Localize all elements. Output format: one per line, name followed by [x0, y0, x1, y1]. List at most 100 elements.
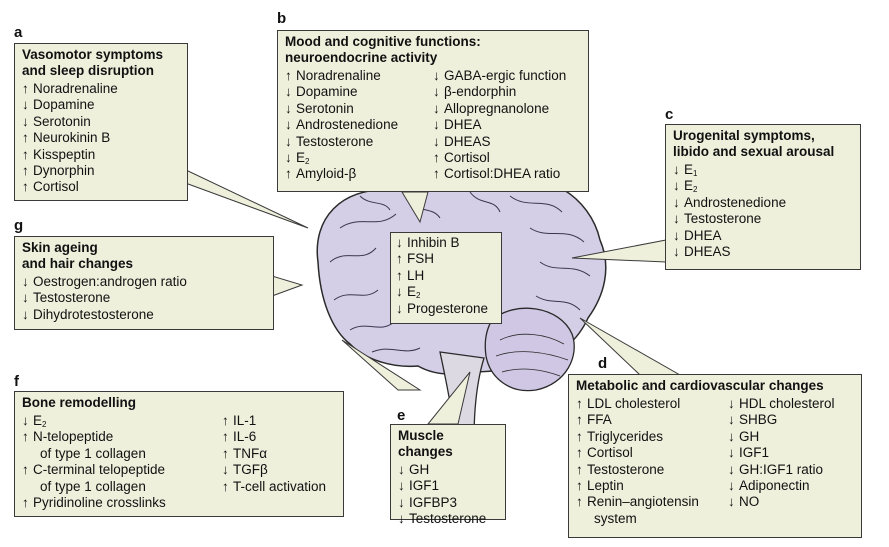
- list-item: ↓GH: [398, 462, 498, 478]
- panel-g-title: Skin ageing and hair changes: [22, 240, 134, 271]
- cerebellum: [484, 307, 575, 392]
- down-arrow-icon: ↓: [222, 462, 229, 478]
- item-text: Dopamine: [296, 84, 358, 100]
- list-item: ↓Androstenedione: [285, 117, 433, 133]
- list-item: ↑Neurokinin B: [22, 130, 180, 146]
- item-subscript: 2: [305, 157, 310, 167]
- list-item: ↓HDL cholesterol: [728, 396, 835, 412]
- panel-muscle: Muscle changes ↓GH↓IGF1↓IGFBP3↓Testoster…: [390, 424, 506, 526]
- list-item: ↑Kisspeptin: [22, 147, 180, 163]
- down-arrow-icon: ↓: [433, 117, 440, 133]
- down-arrow-icon: ↓: [673, 244, 680, 260]
- down-arrow-icon: ↓: [22, 113, 29, 129]
- up-arrow-icon: ↑: [22, 130, 29, 146]
- list-item: ↑Pyridinoline crosslinks: [22, 495, 222, 511]
- item-text: HDL cholesterol: [739, 396, 835, 411]
- list-item: ↑TNFα: [222, 446, 326, 462]
- panel-e-title: Muscle changes: [398, 428, 453, 459]
- list-item: of type 1 collagen: [22, 446, 222, 462]
- up-arrow-icon: ↑: [576, 461, 583, 477]
- up-arrow-icon: ↑: [22, 146, 29, 162]
- panel-vasomotor: Vasomotor symptoms and sleep disruption …: [14, 43, 188, 201]
- list-item: ↓Adiponectin: [728, 478, 835, 494]
- panel-center-list: ↓Inhibin B↑FSH↑LH↓E2↓Progesterone: [396, 235, 496, 317]
- item-text: DHEA: [684, 227, 722, 243]
- list-item: ↓Serotonin: [285, 101, 433, 117]
- list-item: ↓Testosterone: [285, 134, 433, 150]
- panel-metabolic: Metabolic and cardiovascular changes ↑LD…: [568, 374, 862, 538]
- down-arrow-icon: ↓: [728, 412, 735, 428]
- down-arrow-icon: ↓: [398, 494, 405, 510]
- up-arrow-icon: ↑: [576, 494, 583, 510]
- list-item: ↑IL-1: [222, 413, 326, 429]
- up-arrow-icon: ↑: [22, 81, 29, 96]
- down-arrow-icon: ↓: [673, 227, 680, 243]
- item-text: LDL cholesterol: [587, 396, 681, 411]
- item-text: DHEA: [444, 117, 482, 133]
- up-arrow-icon: ↑: [22, 179, 29, 195]
- list-item: ↓GH:IGF1 ratio: [728, 462, 835, 478]
- list-item: ↑IL-6: [222, 429, 326, 445]
- down-arrow-icon: ↓: [285, 150, 292, 166]
- item-text: Kisspeptin: [33, 146, 96, 162]
- panel-c-title: Urogenital symptoms, libido and sexual a…: [673, 128, 835, 159]
- up-arrow-icon: ↑: [576, 412, 583, 428]
- item-text: Adiponectin: [739, 478, 810, 494]
- list-item: ↑Cortisol: [576, 445, 728, 461]
- list-item: system: [576, 511, 728, 527]
- list-item: ↓GH: [728, 429, 835, 445]
- list-item: ↓Testosterone: [398, 511, 498, 527]
- down-arrow-icon: ↓: [398, 511, 405, 527]
- item-subscript: 1: [693, 169, 698, 178]
- down-arrow-icon: ↓: [285, 84, 292, 100]
- down-arrow-icon: ↓: [433, 100, 440, 116]
- down-arrow-icon: ↓: [22, 306, 29, 322]
- pointer-b: [401, 191, 429, 224]
- down-arrow-icon: ↓: [22, 413, 29, 428]
- down-arrow-icon: ↓: [396, 300, 403, 316]
- list-item: ↓Testosterone: [22, 290, 266, 306]
- down-arrow-icon: ↓: [673, 162, 680, 177]
- up-arrow-icon: ↑: [576, 445, 583, 461]
- label-g: g: [14, 217, 24, 234]
- pointer-g: [271, 275, 304, 297]
- label-b: b: [277, 10, 287, 27]
- item-text: Dopamine: [33, 97, 95, 113]
- item-text: β-endorphin: [444, 84, 517, 100]
- pointer-f: [341, 339, 422, 391]
- item-subscript: 2: [416, 291, 421, 301]
- panel-center-hormones: ↓Inhibin B↑FSH↑LH↓E2↓Progesterone: [390, 232, 502, 324]
- item-text: T-cell activation: [233, 478, 327, 494]
- list-item: ↓DHEAS: [673, 244, 853, 260]
- item-text: Pyridinoline crosslinks: [33, 495, 166, 511]
- item-text: Leptin: [587, 478, 624, 494]
- item-text: system: [594, 510, 637, 526]
- item-subscript: 2: [42, 420, 47, 429]
- label-e: e: [397, 407, 406, 424]
- item-text: of type 1 collagen: [40, 445, 146, 461]
- item-text: Neurokinin B: [33, 130, 111, 146]
- item-text: TNFα: [233, 445, 268, 461]
- item-text: GABA-ergic function: [444, 68, 567, 83]
- list-item: ↓Progesterone: [396, 301, 496, 317]
- pointer-d: [579, 317, 682, 376]
- panel-a-title: Vasomotor symptoms and sleep disruption: [22, 47, 164, 78]
- list-item: ↓Androstenedione: [673, 195, 853, 211]
- down-arrow-icon: ↓: [728, 445, 735, 461]
- item-text: GH: [409, 462, 430, 477]
- up-arrow-icon: ↑: [285, 166, 292, 182]
- list-item: ↓TGFβ: [222, 462, 326, 478]
- list-item: ↓NO: [728, 494, 835, 510]
- list-item: ↑Amyloid-β: [285, 166, 433, 182]
- down-arrow-icon: ↓: [728, 478, 735, 494]
- item-text: Inhibin B: [407, 235, 460, 250]
- panel-b-col1: ↑Noradrenaline↓Dopamine↓Serotonin↓Andros…: [285, 68, 433, 183]
- list-item: ↓Allopregnanolone: [433, 101, 566, 117]
- down-arrow-icon: ↓: [433, 84, 440, 100]
- list-item: ↓Testosterone: [673, 211, 853, 227]
- list-item: ↑Cortisol: [22, 179, 180, 195]
- list-item: ↑Renin–angiotensin: [576, 494, 728, 510]
- item-text: E: [296, 150, 306, 166]
